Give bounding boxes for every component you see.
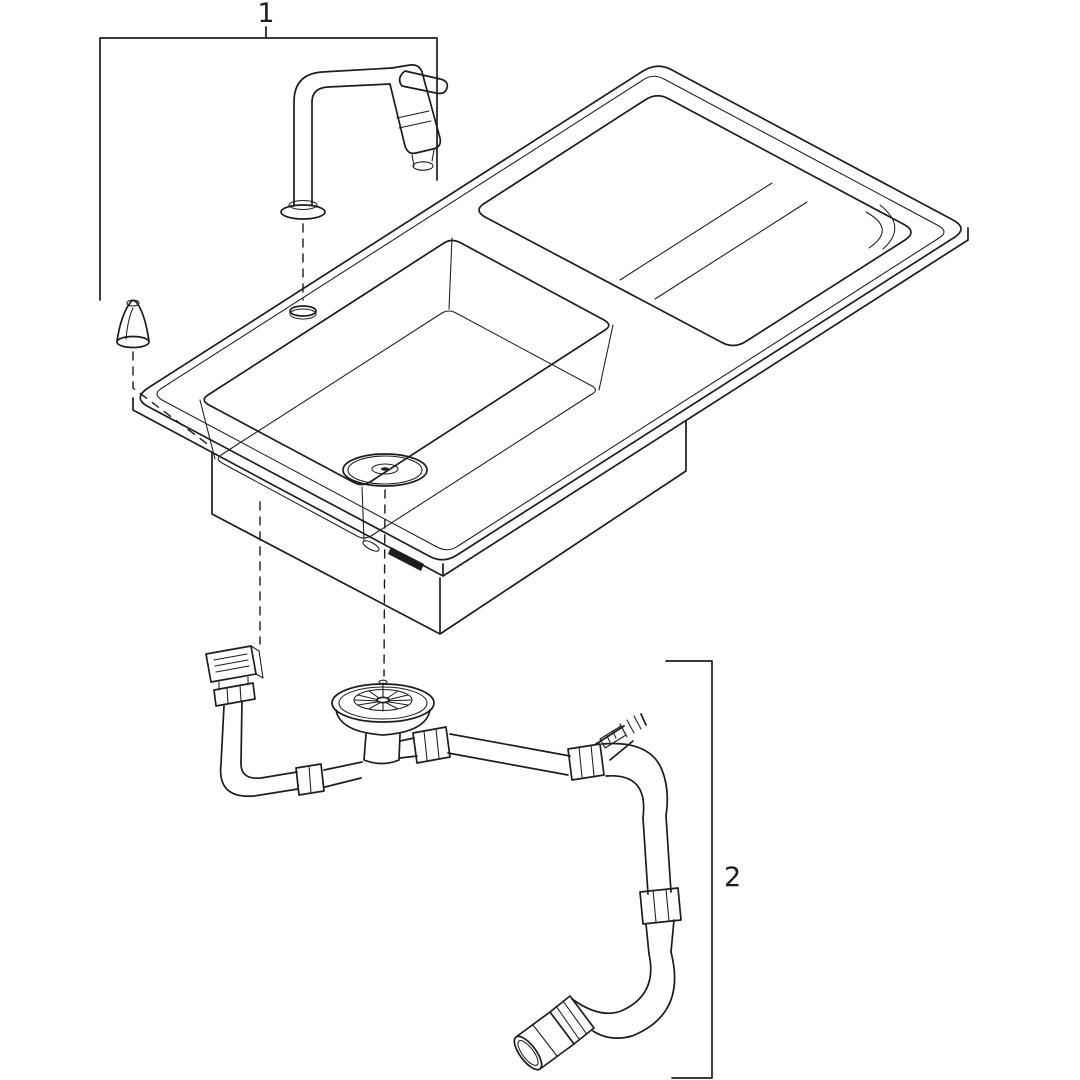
knob-contour	[125, 307, 134, 340]
overflow-connector	[205, 645, 363, 798]
drain-assembly	[205, 645, 682, 1071]
overflow-eyelet	[362, 540, 380, 552]
tap-hole-depth	[289, 308, 317, 320]
sink-rim-outer	[139, 65, 962, 561]
control-knob	[116, 299, 150, 349]
union-nut-2	[567, 743, 605, 781]
waste-pipe	[447, 733, 571, 776]
drainboard	[478, 94, 912, 347]
tap-hole	[289, 305, 317, 317]
strainer-cap	[376, 696, 390, 704]
overflow-elbow	[219, 761, 299, 798]
strainer	[331, 679, 435, 765]
strainer-tailpipe	[363, 733, 401, 765]
overflow-stub-pipe	[323, 761, 363, 788]
knob-top	[126, 299, 140, 307]
outlet-pipe-ring	[532, 1024, 558, 1057]
faucet-spray-head	[389, 64, 442, 155]
union-nut-1-facets	[423, 728, 440, 761]
faucet-aerator	[412, 161, 434, 171]
drain-hole	[371, 463, 399, 475]
waste-downpipe	[642, 815, 672, 895]
faucet-head-joint	[396, 110, 432, 129]
callout-2-label: 2	[724, 862, 741, 893]
union-nut-1	[412, 726, 451, 764]
hose-clamp-hatch	[606, 731, 617, 743]
faucet-base-flange	[280, 204, 326, 220]
guide-line-knob	[132, 351, 211, 447]
outlet-union-nut	[549, 995, 595, 1045]
union-nut-2-facets	[578, 744, 595, 778]
waste-run	[399, 713, 682, 1071]
hose-clamp	[599, 725, 627, 749]
callout-1: 1	[99, 0, 438, 301]
trap-bend	[571, 951, 676, 1039]
basin-walls	[199, 237, 614, 541]
drain-opening	[342, 453, 428, 487]
tail-stub	[399, 737, 418, 759]
basin-floor	[217, 310, 597, 539]
sink-underbody	[211, 420, 687, 635]
outlet-opening	[513, 1035, 543, 1071]
strainer-bowl	[335, 709, 431, 736]
overflow-union-nut	[295, 763, 325, 796]
overflow-plate-side	[250, 645, 264, 679]
brand-badge	[388, 547, 424, 571]
callout-1-bracket	[99, 37, 438, 301]
drain-ring-inner	[347, 455, 423, 485]
strainer-stem-top	[378, 679, 388, 685]
sink-rim-edge	[132, 227, 969, 577]
basin-opening	[203, 239, 610, 486]
knob-base	[116, 335, 150, 349]
trap-union-facets	[652, 888, 670, 923]
overflow-nut-facets	[226, 684, 242, 704]
overflow-grille	[213, 653, 250, 673]
trap-union-nut	[639, 887, 682, 925]
drain-ring-outer	[342, 453, 428, 487]
faucet	[280, 64, 449, 220]
outlet-opening-inner	[517, 1040, 539, 1066]
sink-rim-inner	[156, 75, 945, 551]
knob-body	[116, 299, 150, 342]
drainboard-grooves	[619, 182, 808, 300]
faucet-handle	[398, 70, 449, 95]
trap-inlet-pipe	[645, 919, 675, 955]
outlet-union-facets	[555, 1000, 587, 1040]
faucet-spout	[293, 67, 393, 207]
sink	[132, 65, 969, 635]
callout-1-label: 1	[257, 0, 274, 29]
callout-2-bracket	[665, 660, 713, 1079]
overflow-downpipe	[220, 700, 243, 765]
drainboard-contour	[865, 204, 896, 250]
overflow-plate	[205, 645, 257, 683]
callout-2: 2	[665, 660, 741, 1079]
faucet-base-top	[288, 199, 318, 211]
guide-line-waste	[383, 489, 386, 677]
overflow-union-facet	[308, 765, 312, 794]
drain-center	[381, 467, 389, 471]
waste-elbow	[601, 742, 669, 819]
overflow-nut	[213, 682, 256, 707]
